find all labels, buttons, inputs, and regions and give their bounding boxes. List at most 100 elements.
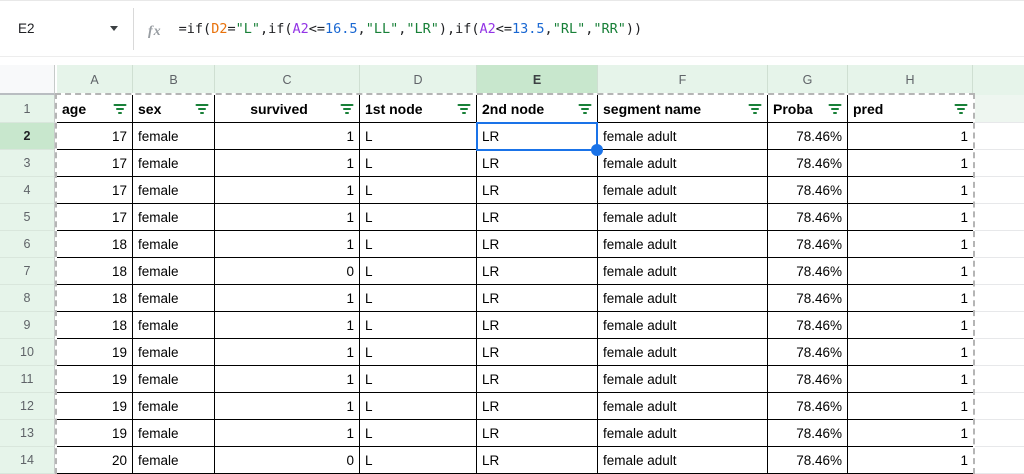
column-header-D[interactable]: D xyxy=(360,65,477,95)
filter-icon[interactable] xyxy=(195,103,209,115)
filter-icon[interactable] xyxy=(828,103,842,115)
row-header-14[interactable]: 14 xyxy=(0,447,55,474)
row-header-13[interactable]: 13 xyxy=(0,420,55,447)
cell-D8[interactable]: L xyxy=(360,285,477,312)
cell-F13[interactable]: female adult xyxy=(598,420,768,447)
column-header-F[interactable]: F xyxy=(598,65,768,95)
row-header-11[interactable]: 11 xyxy=(0,366,55,393)
chevron-down-icon[interactable] xyxy=(110,26,118,31)
header-cell-1st-node[interactable]: 1st node xyxy=(360,95,477,123)
row-header-4[interactable]: 4 xyxy=(0,177,55,204)
cell-E10[interactable]: LR xyxy=(477,339,598,366)
cell-A10[interactable]: 19 xyxy=(57,339,133,366)
row-header-9[interactable]: 9 xyxy=(0,312,55,339)
cell-D9[interactable]: L xyxy=(360,312,477,339)
cell-B13[interactable]: female xyxy=(133,420,215,447)
cell-E13[interactable]: LR xyxy=(477,420,598,447)
cell-D4[interactable]: L xyxy=(360,177,477,204)
column-header-H[interactable]: H xyxy=(848,65,973,95)
cell-G14[interactable]: 78.46% xyxy=(768,447,848,474)
filter-icon[interactable] xyxy=(578,103,592,115)
cell-C12[interactable]: 1 xyxy=(215,393,360,420)
cell-A9[interactable]: 18 xyxy=(57,312,133,339)
cell-A6[interactable]: 18 xyxy=(57,231,133,258)
cell-C4[interactable]: 1 xyxy=(215,177,360,204)
cell-H10[interactable]: 1 xyxy=(848,339,973,366)
cell-F7[interactable]: female adult xyxy=(598,258,768,285)
cell-D2[interactable]: L xyxy=(360,123,477,150)
cell-H12[interactable]: 1 xyxy=(848,393,973,420)
header-cell-survived[interactable]: survived xyxy=(215,95,360,123)
cell-B2[interactable]: female xyxy=(133,123,215,150)
cell-C2[interactable]: 1 xyxy=(215,123,360,150)
cell-G4[interactable]: 78.46% xyxy=(768,177,848,204)
cell-A12[interactable]: 19 xyxy=(57,393,133,420)
formula-input[interactable]: =if(D2="L",if(A2<=16.5,"LL","LR"),if(A2<… xyxy=(179,21,642,37)
cell-H11[interactable]: 1 xyxy=(848,366,973,393)
column-header-E[interactable]: E xyxy=(477,65,598,95)
cell-D14[interactable]: L xyxy=(360,447,477,474)
cell-H4[interactable]: 1 xyxy=(848,177,973,204)
cell-G5[interactable]: 78.46% xyxy=(768,204,848,231)
cell-A13[interactable]: 19 xyxy=(57,420,133,447)
cell-H6[interactable]: 1 xyxy=(848,231,973,258)
cell-C3[interactable]: 1 xyxy=(215,150,360,177)
cell-A11[interactable]: 19 xyxy=(57,366,133,393)
cell-F3[interactable]: female adult xyxy=(598,150,768,177)
cell-E14[interactable]: LR xyxy=(477,447,598,474)
cell-G10[interactable]: 78.46% xyxy=(768,339,848,366)
cell-E3[interactable]: LR xyxy=(477,150,598,177)
cell-E9[interactable]: LR xyxy=(477,312,598,339)
filter-icon[interactable] xyxy=(457,103,471,115)
select-all-corner[interactable] xyxy=(0,65,55,95)
cell-F8[interactable]: female adult xyxy=(598,285,768,312)
cell-E5[interactable]: LR xyxy=(477,204,598,231)
cell-A4[interactable]: 17 xyxy=(57,177,133,204)
cell-H8[interactable]: 1 xyxy=(848,285,973,312)
row-header-2[interactable]: 2 xyxy=(0,123,55,150)
header-cell-sex[interactable]: sex xyxy=(133,95,215,123)
row-header-8[interactable]: 8 xyxy=(0,285,55,312)
column-header-A[interactable]: A xyxy=(57,65,133,95)
header-cell-2nd-node[interactable]: 2nd node xyxy=(477,95,598,123)
cell-F9[interactable]: female adult xyxy=(598,312,768,339)
cell-F11[interactable]: female adult xyxy=(598,366,768,393)
row-header-10[interactable]: 10 xyxy=(0,339,55,366)
cell-B3[interactable]: female xyxy=(133,150,215,177)
cell-G3[interactable]: 78.46% xyxy=(768,150,848,177)
cell-D7[interactable]: L xyxy=(360,258,477,285)
cell-A14[interactable]: 20 xyxy=(57,447,133,474)
cell-G2[interactable]: 78.46% xyxy=(768,123,848,150)
cell-G12[interactable]: 78.46% xyxy=(768,393,848,420)
row-header-12[interactable]: 12 xyxy=(0,393,55,420)
cell-D12[interactable]: L xyxy=(360,393,477,420)
cell-C8[interactable]: 1 xyxy=(215,285,360,312)
cell-F10[interactable]: female adult xyxy=(598,339,768,366)
filter-icon[interactable] xyxy=(954,103,968,115)
cell-C11[interactable]: 1 xyxy=(215,366,360,393)
cell-H5[interactable]: 1 xyxy=(848,204,973,231)
cell-B12[interactable]: female xyxy=(133,393,215,420)
row-header-3[interactable]: 3 xyxy=(0,150,55,177)
cell-H9[interactable]: 1 xyxy=(848,312,973,339)
cell-G8[interactable]: 78.46% xyxy=(768,285,848,312)
cell-H2[interactable]: 1 xyxy=(848,123,973,150)
cell-B4[interactable]: female xyxy=(133,177,215,204)
cell-E11[interactable]: LR xyxy=(477,366,598,393)
cell-H13[interactable]: 1 xyxy=(848,420,973,447)
cell-F12[interactable]: female adult xyxy=(598,393,768,420)
cell-B8[interactable]: female xyxy=(133,285,215,312)
cell-B14[interactable]: female xyxy=(133,447,215,474)
header-cell-pred[interactable]: pred xyxy=(848,95,973,123)
cell-C9[interactable]: 1 xyxy=(215,312,360,339)
header-cell-age[interactable]: age xyxy=(57,95,133,123)
cell-C5[interactable]: 1 xyxy=(215,204,360,231)
cell-F2[interactable]: female adult xyxy=(598,123,768,150)
filter-icon[interactable] xyxy=(748,103,762,115)
cell-B9[interactable]: female xyxy=(133,312,215,339)
cell-D10[interactable]: L xyxy=(360,339,477,366)
cell-D6[interactable]: L xyxy=(360,231,477,258)
row-header-7[interactable]: 7 xyxy=(0,258,55,285)
column-header-G[interactable]: G xyxy=(768,65,848,95)
cell-A7[interactable]: 18 xyxy=(57,258,133,285)
